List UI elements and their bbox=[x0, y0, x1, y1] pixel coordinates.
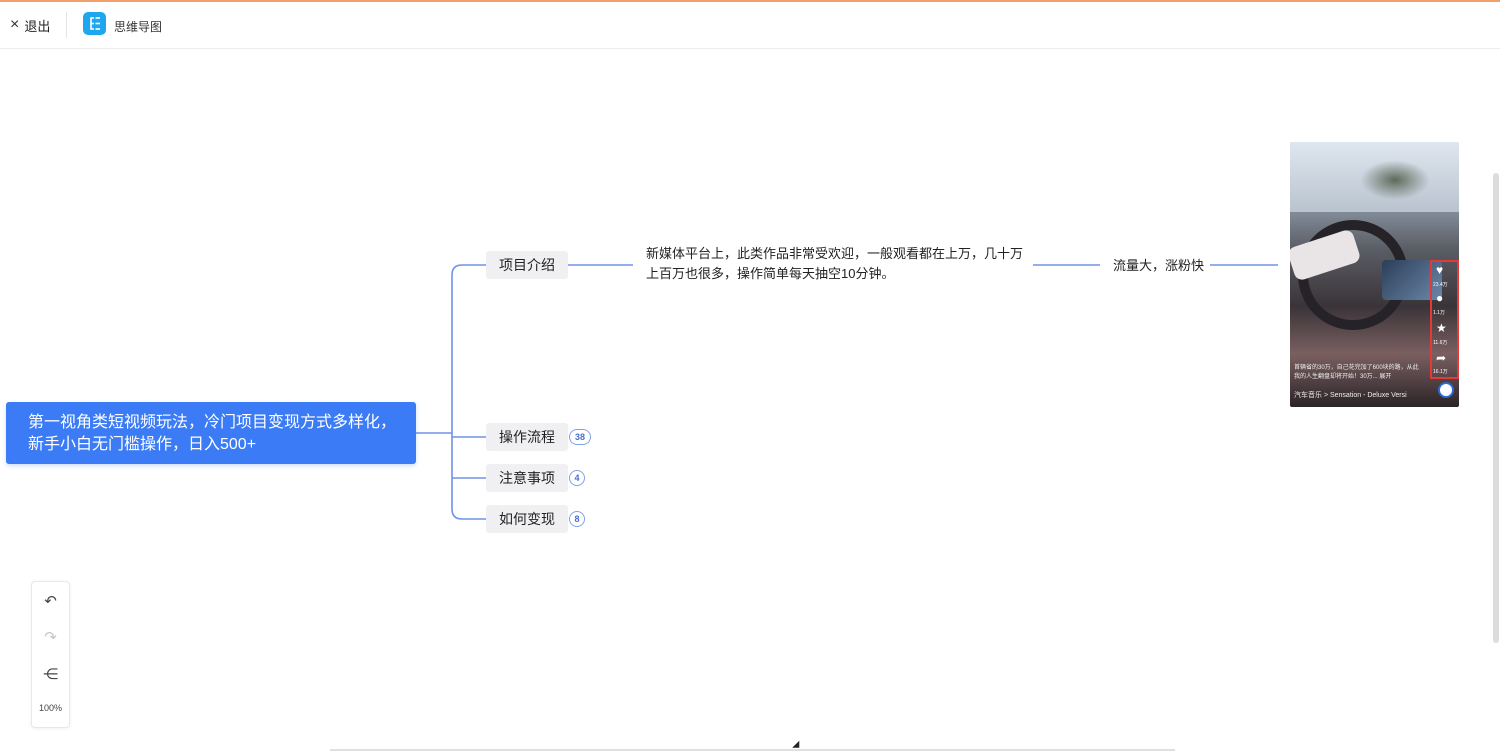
vertical-scrollbar[interactable] bbox=[1493, 173, 1499, 643]
star-icon: ★ bbox=[1436, 321, 1447, 335]
branch-notes[interactable]: 注意事项 bbox=[486, 464, 568, 492]
branch-monetize[interactable]: 如何变现 bbox=[486, 505, 568, 533]
image-dashboard bbox=[1382, 260, 1442, 300]
branch-notes-count-badge[interactable]: 4 bbox=[569, 470, 585, 486]
shares-count: 16.1万 bbox=[1433, 369, 1448, 375]
branch-project-intro[interactable]: 项目介绍 bbox=[486, 251, 568, 279]
branch-workflow-count-badge[interactable]: 38 bbox=[569, 429, 591, 445]
branch-workflow[interactable]: 操作流程 bbox=[486, 423, 568, 451]
horizontal-scrollbar[interactable] bbox=[330, 749, 1175, 751]
share-icon: ➦ bbox=[1436, 351, 1447, 365]
highlight-box bbox=[1430, 260, 1459, 379]
video-music: 汽车音乐 > Sensation - Deluxe Versi bbox=[1294, 392, 1407, 399]
mindmap-connectors bbox=[416, 264, 1278, 520]
likes-count: 23.4万 bbox=[1433, 282, 1448, 288]
music-disc-icon bbox=[1438, 382, 1454, 398]
mindmap-canvas[interactable]: 第一视角类短视频玩法，冷门项目变现方式多样化，新手小白无门槛操作，日入500+ … bbox=[0, 49, 1500, 751]
close-icon: × bbox=[10, 16, 20, 33]
exit-button[interactable]: × 退出 bbox=[10, 14, 50, 36]
intro-detail-node[interactable]: 新媒体平台上，此类作品非常受欢迎，一般观看都在上万，几十万上百万也很多，操作简单… bbox=[646, 246, 1024, 281]
app-header: × 退出 思维导图 bbox=[0, 2, 1500, 49]
layout-icon[interactable]: ⋲ bbox=[43, 666, 58, 683]
top-accent-line bbox=[0, 0, 1500, 2]
comment-icon: ● bbox=[1436, 291, 1444, 305]
image-palm bbox=[1360, 160, 1430, 200]
comments-count: 1.1万 bbox=[1433, 310, 1445, 316]
branch-monetize-count-badge[interactable]: 8 bbox=[569, 511, 585, 527]
app-title: 思维导图 bbox=[114, 20, 163, 34]
exit-label: 退出 bbox=[24, 18, 51, 34]
video-caption: 首辆省的30万，自己花完加了600块的路，从此我的人生翻盘却将开始！30万...… bbox=[1294, 365, 1419, 380]
redo-button[interactable]: ↷ bbox=[44, 629, 57, 646]
canvas-toolbar: ↶ ↷ ⋲ 100% bbox=[31, 581, 70, 728]
mindmap-icon bbox=[83, 12, 106, 35]
header-divider bbox=[66, 12, 67, 38]
zoom-level[interactable]: 100% bbox=[38, 703, 63, 713]
root-node-text: 第一视角类短视频玩法，冷门项目变现方式多样化，新手小白无门槛操作，日入500+ bbox=[28, 414, 397, 453]
undo-button[interactable]: ↶ bbox=[44, 593, 57, 610]
video-screenshot-image[interactable]: ♥ 23.4万 ● 1.1万 ★ 11.6万 ➦ 16.1万 首辆省的30万，自… bbox=[1290, 142, 1459, 407]
intro-result-node[interactable]: 流量大，涨粉快 bbox=[1113, 258, 1205, 273]
heart-icon: ♥ bbox=[1436, 263, 1444, 277]
favorites-count: 11.6万 bbox=[1433, 340, 1448, 346]
root-node[interactable]: 第一视角类短视频玩法，冷门项目变现方式多样化，新手小白无门槛操作，日入500+ bbox=[6, 402, 416, 464]
